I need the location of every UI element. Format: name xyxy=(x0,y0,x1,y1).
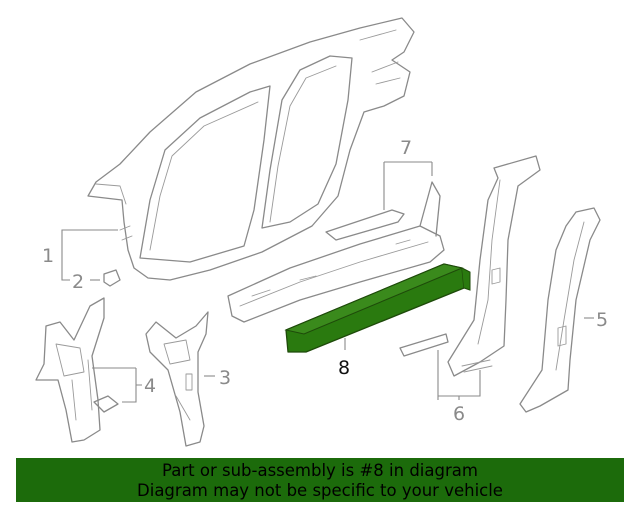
part-6-b-pillar-inner[interactable] xyxy=(399,155,541,377)
part-1-body-side-panel[interactable] xyxy=(87,17,415,281)
banner-line-2: Diagram may not be specific to your vehi… xyxy=(137,481,503,500)
leader-lines xyxy=(61,161,594,403)
callout-5: 5 xyxy=(596,309,608,331)
callout-3: 3 xyxy=(219,367,231,389)
callout-4: 4 xyxy=(144,375,156,397)
part-7-rocker-reinforcement[interactable] xyxy=(227,181,445,323)
info-banner: Part or sub-assembly is #8 in diagram Di… xyxy=(16,458,624,502)
callout-2: 2 xyxy=(72,271,84,293)
callout-8: 8 xyxy=(338,357,350,379)
part-4-hinge-pillar[interactable] xyxy=(35,297,119,443)
callout-1: 1 xyxy=(42,245,54,267)
part-5-b-pillar-reinforcement[interactable] xyxy=(519,207,601,413)
parts-diagram: 1 2 3 4 5 6 7 8 xyxy=(35,17,608,447)
part-8-rocker-panel[interactable] xyxy=(284,263,471,353)
part-3-a-pillar-inner[interactable] xyxy=(145,311,209,447)
callout-7: 7 xyxy=(400,137,412,159)
callout-6: 6 xyxy=(453,403,465,425)
part-2-clip[interactable] xyxy=(103,269,121,287)
banner-line-1: Part or sub-assembly is #8 in diagram xyxy=(162,461,478,480)
